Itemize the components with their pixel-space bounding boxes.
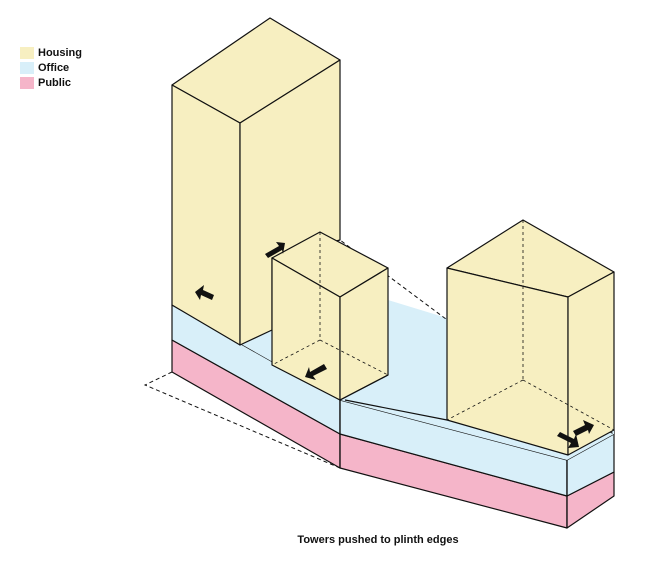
plinth-top-edge bbox=[339, 374, 389, 401]
arrow-icon bbox=[573, 420, 594, 436]
legend-item-public: Public bbox=[20, 75, 82, 90]
tower-tall bbox=[171, 17, 341, 346]
tall-tower-front bbox=[171, 84, 241, 346]
legend-swatch-office bbox=[20, 61, 34, 74]
right-hidden-left bbox=[446, 379, 524, 421]
plinth-top-edge-right bbox=[344, 399, 448, 421]
arrow-icon bbox=[305, 364, 327, 380]
legend-swatch-housing bbox=[20, 46, 34, 59]
arrow-icon bbox=[195, 285, 214, 300]
legend-label-housing: Housing bbox=[38, 46, 82, 59]
legend-label-office: Office bbox=[38, 61, 70, 74]
right-hidden-right bbox=[522, 379, 615, 431]
arrow-icon bbox=[265, 242, 285, 258]
plinth-edges bbox=[339, 374, 568, 528]
dashed-footprint bbox=[143, 371, 341, 469]
legend-label-public: Public bbox=[38, 76, 72, 89]
arrow-icon bbox=[557, 432, 579, 448]
legend-item-housing: Housing bbox=[20, 45, 82, 60]
tower-right bbox=[446, 219, 615, 456]
push-arrows bbox=[195, 242, 594, 448]
small-tower-hidden-edges bbox=[271, 232, 389, 376]
legend-item-office: Office bbox=[20, 60, 82, 75]
diagram-caption: Towers pushed to plinth edges bbox=[297, 534, 459, 546]
tower-small bbox=[271, 231, 389, 401]
small-hidden-right bbox=[319, 339, 389, 376]
legend: Housing Office Public bbox=[20, 45, 82, 90]
legend-swatch-public bbox=[20, 76, 34, 89]
right-tower-hidden-edges bbox=[446, 220, 615, 431]
